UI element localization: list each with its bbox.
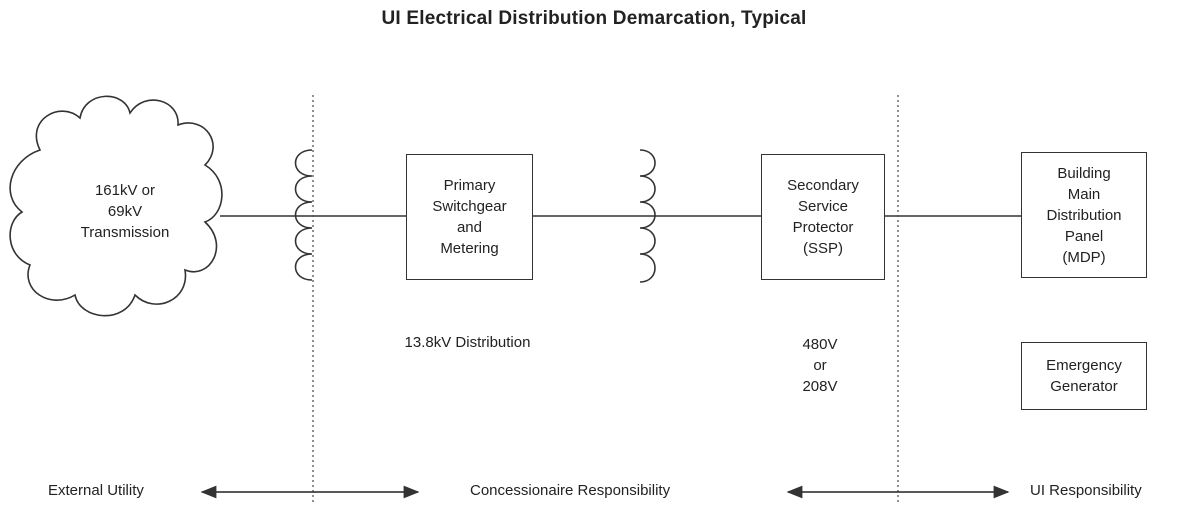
diagram-title: UI Electrical Distribution Demarcation, … (381, 8, 807, 29)
mdp-box: Building Main Distribution Panel (MDP) (1021, 152, 1147, 278)
zone-ui-responsibility: UI Responsibility (1030, 482, 1142, 499)
transformer-1-coils (294, 149, 313, 281)
zone-concessionaire: Concessionaire Responsibility (470, 482, 671, 499)
transmission-cloud (9, 95, 223, 317)
primary-switchgear-box: Primary Switchgear and Metering (406, 154, 533, 280)
emergency-generator-box: Emergency Generator (1021, 342, 1147, 410)
secondary-voltage-label: 480V or 208V (802, 336, 838, 395)
distribution-label: 13.8kV Distribution (404, 334, 531, 351)
transformer-2-coils (639, 149, 656, 283)
ssp-box: Secondary Service Protector (SSP) (761, 154, 885, 280)
zone-external-utility: External Utility (48, 482, 144, 499)
transmission-label: 161kV or 69kV Transmission (80, 182, 170, 241)
